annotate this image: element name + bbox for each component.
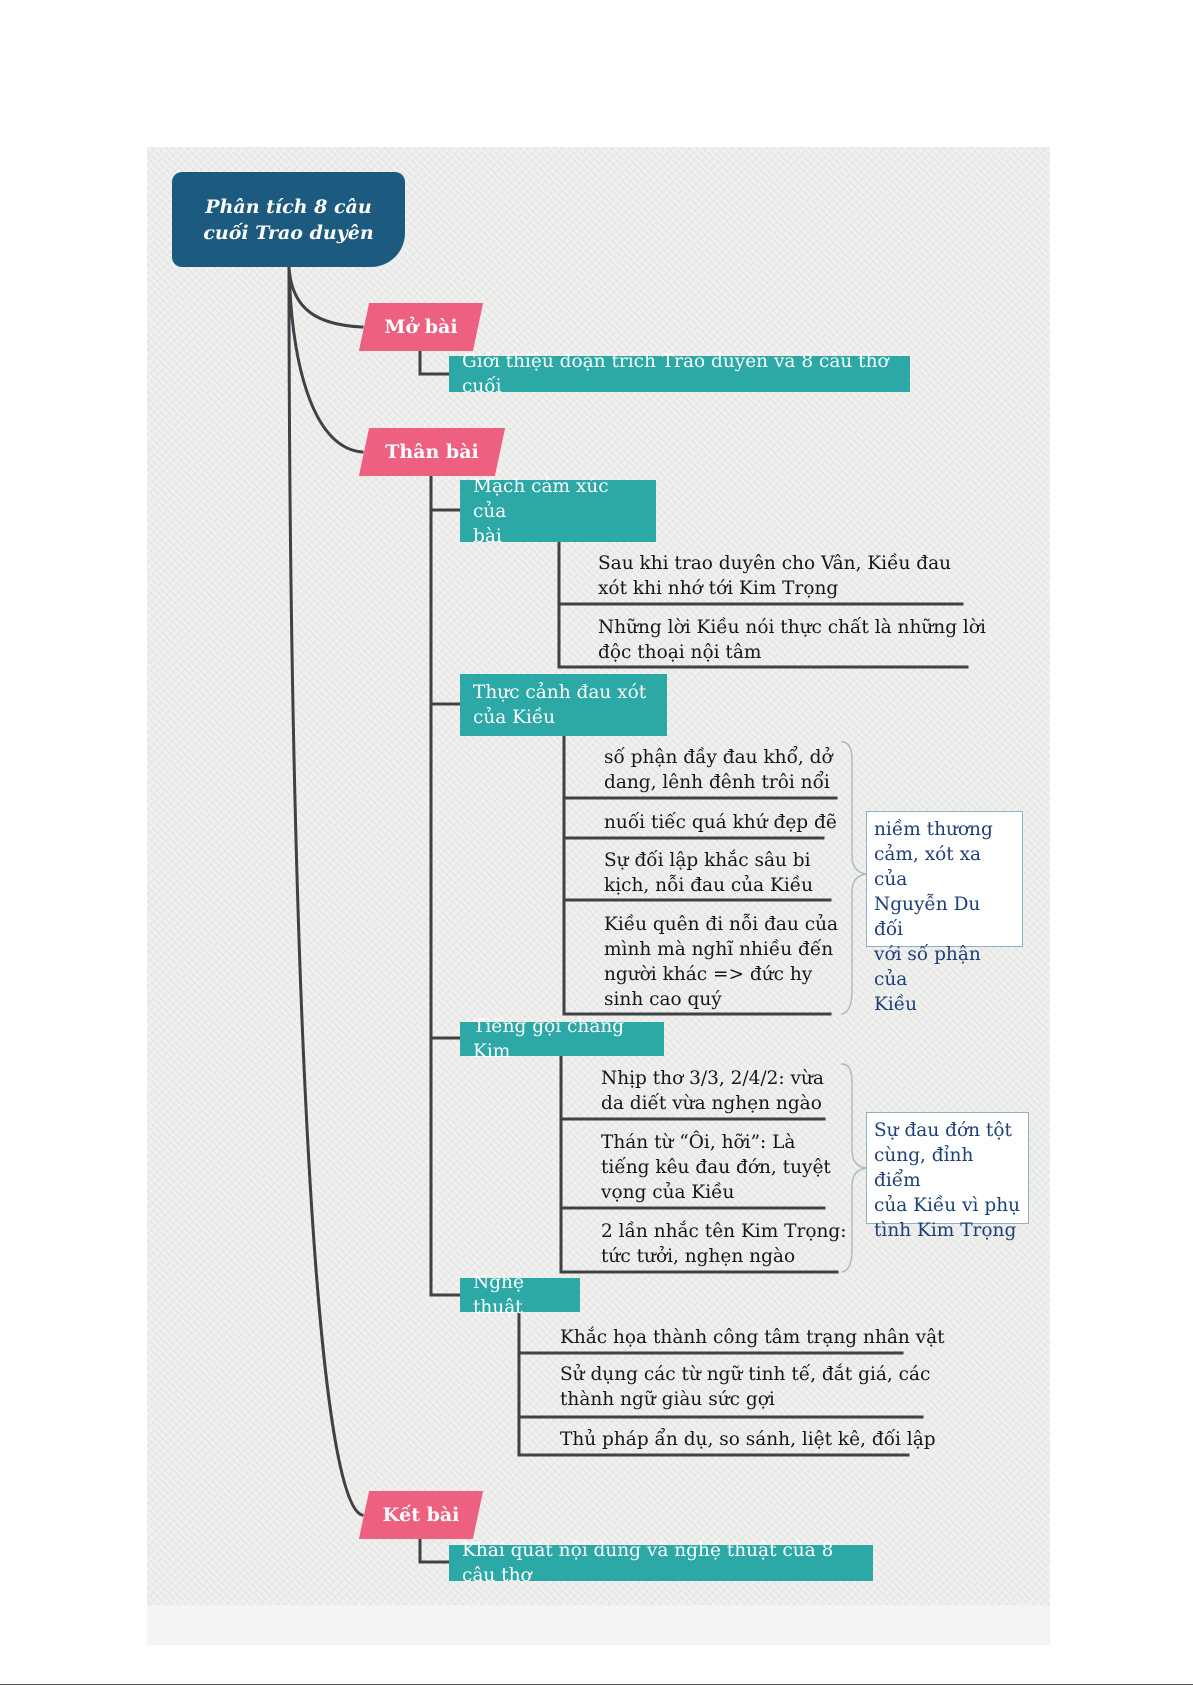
tieng-goi-item-1: Nhịp thơ 3/3, 2/4/2: vừa da diết vừa ngh… bbox=[601, 1068, 824, 1114]
note-tieng-goi[interactable]: Sự đau đớn tột cùng, đỉnh điểm của Kiều … bbox=[866, 1112, 1029, 1241]
root-title-line1: Phân tích 8 câu bbox=[205, 195, 372, 218]
mo-bai-content[interactable]: Giới thiệu đoạn trích Trao duyên và 8 câ… bbox=[449, 351, 910, 397]
root-to-than-bai-curve bbox=[287, 266, 364, 454]
section-mo-bai-label: Mở bài bbox=[384, 316, 458, 338]
brace-thuc-canh bbox=[841, 741, 867, 1015]
nghe-thuat-item-2: Sử dụng các từ ngữ tinh tế, đắt giá, các… bbox=[560, 1364, 931, 1410]
root-title-line2: cuối Trao duyên bbox=[203, 221, 374, 244]
nghe-thuat-item-1: Khắc họa thành công tâm trạng nhân vật bbox=[560, 1327, 945, 1348]
tieng-goi-item-3: 2 lần nhắc tên Kim Trọng: tức tưởi, nghẹ… bbox=[601, 1221, 847, 1267]
tieng-goi-item-2: Thán từ “Ôi, hỡi”: Là tiếng kêu đau đớn,… bbox=[601, 1132, 831, 1203]
ket-bai-content[interactable]: Khái quát nội dung và nghệ thuật của 8 c… bbox=[449, 1540, 873, 1586]
canvas-bottom-band bbox=[147, 1605, 1050, 1645]
thuc-canh-item-3: Sự đối lập khắc sâu bi kịch, nỗi đau của… bbox=[604, 850, 814, 896]
branch-tieng-goi[interactable]: Tiếng gọi chàng Kim bbox=[460, 1016, 664, 1062]
branch-mach-cam-xuc[interactable]: Mạch cảm xúc của bài bbox=[460, 476, 656, 547]
thuc-canh-item-4: Kiều quên đi nỗi đau của mình mà nghĩ nh… bbox=[604, 914, 839, 1010]
section-than-bai-label: Thân bài bbox=[385, 441, 479, 463]
mach-cam-xuc-item-2: Những lời Kiều nói thực chất là những lờ… bbox=[598, 617, 986, 663]
root-to-ket-bai-curve bbox=[287, 266, 364, 1517]
section-mo-bai[interactable]: Mở bài bbox=[364, 303, 478, 351]
nghe-thuat-item-3: Thủ pháp ẩn dụ, so sánh, liệt kê, đối lậ… bbox=[560, 1429, 936, 1450]
thuc-canh-item-2: nuối tiếc quá khứ đẹp đẽ bbox=[604, 812, 837, 833]
note-thuc-canh[interactable]: niềm thương cảm, xót xa của Nguyễn Du đố… bbox=[866, 811, 1023, 1015]
branch-thuc-canh[interactable]: Thực cảnh đau xót của Kiều bbox=[460, 674, 667, 736]
root-topic[interactable]: Phân tích 8 câu cuối Trao duyên bbox=[172, 172, 405, 267]
section-ket-bai-label: Kết bài bbox=[382, 1504, 460, 1526]
root-to-mo-bai-curve bbox=[287, 266, 364, 329]
thuc-canh-item-1: số phận đầy đau khổ, dở dang, lênh đênh … bbox=[604, 747, 833, 793]
section-ket-bai[interactable]: Kết bài bbox=[364, 1491, 478, 1539]
section-than-bai[interactable]: Thân bài bbox=[364, 428, 500, 476]
branch-nghe-thuat[interactable]: Nghệ thuật bbox=[460, 1272, 580, 1318]
mach-cam-xuc-item-1: Sau khi trao duyên cho Vân, Kiều đau xót… bbox=[598, 553, 952, 599]
